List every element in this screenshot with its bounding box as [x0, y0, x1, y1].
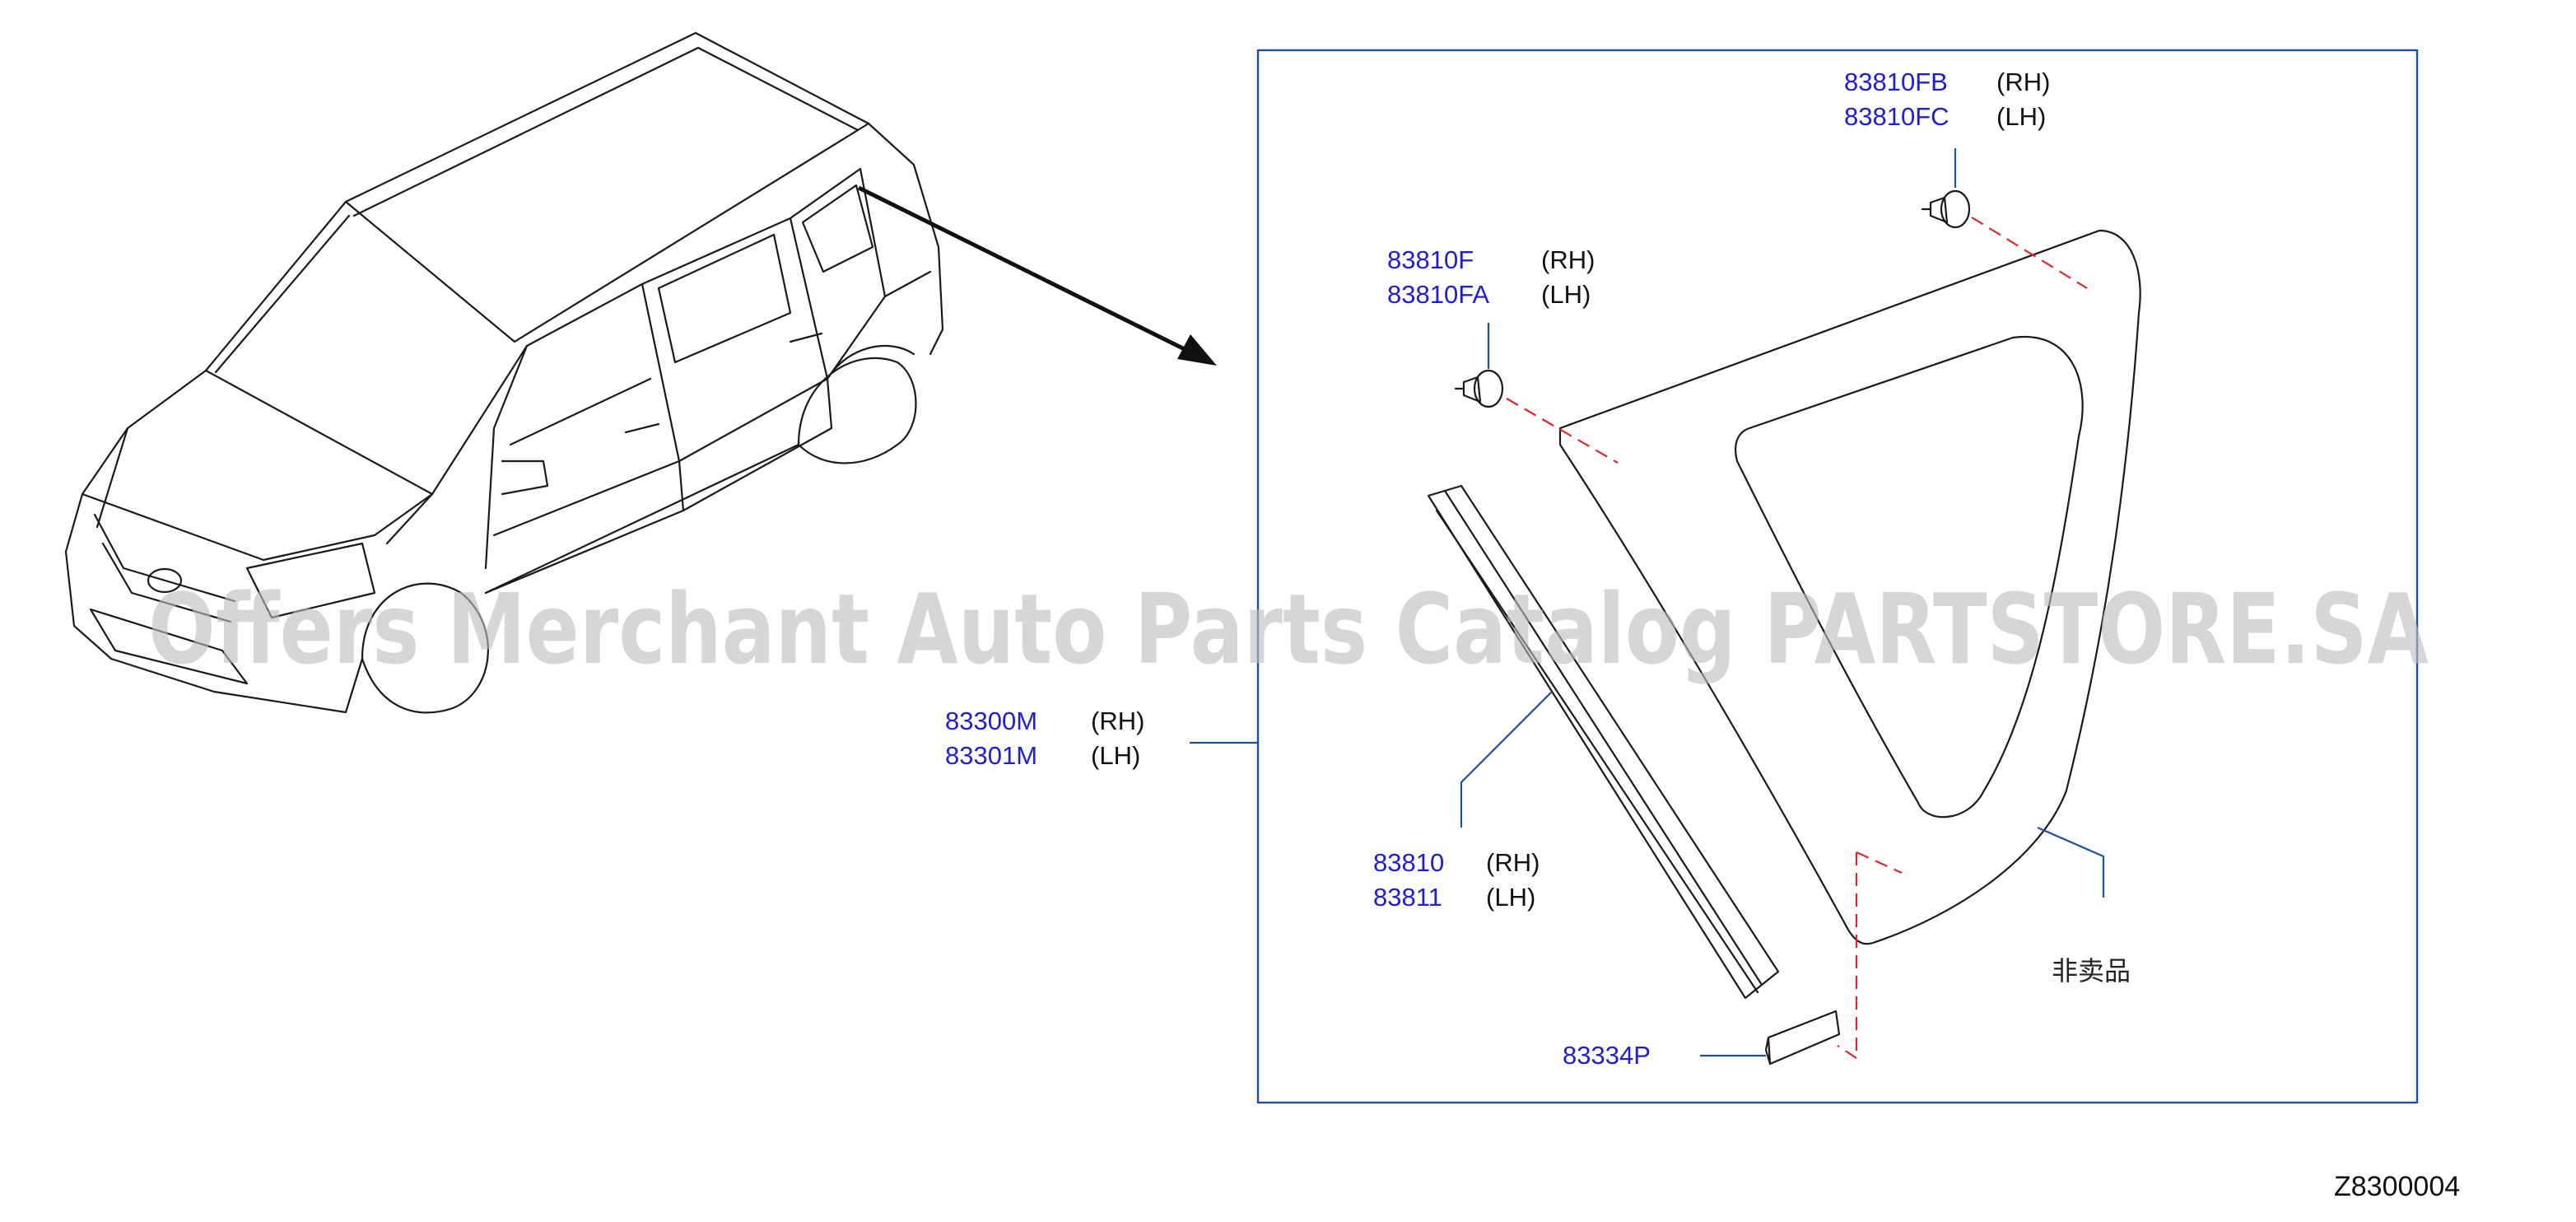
side-lh-label: (LH) [1486, 883, 1535, 912]
callout-arrow [857, 185, 1217, 366]
label-83300M: 83300M (RH) 83301M (LH) [945, 707, 1144, 770]
side-lh-label: (LH) [1541, 280, 1591, 309]
label-83810FB: 83810FB (RH) 83810FC (LH) [1844, 68, 2050, 131]
moulding-strip [1427, 484, 1780, 1000]
part-number-83810FC[interactable]: 83810FC [1844, 102, 1949, 131]
part-number-83810FB[interactable]: 83810FB [1844, 68, 1948, 96]
label-83810F: 83810F (RH) 83810FA (LH) [1387, 245, 1595, 309]
leader-lines [1190, 148, 2105, 1057]
watermark-text: Offers Merchant Auto Parts Catalog PARTS… [148, 572, 2429, 686]
side-lh-label: (LH) [1996, 102, 2046, 131]
vehicle-illustration [64, 31, 944, 714]
detail-frame [1256, 49, 2419, 1104]
part-number-83811[interactable]: 83811 [1373, 883, 1442, 912]
side-lh-label: (LH) [1091, 741, 1140, 770]
side-rh-label: (RH) [1541, 245, 1595, 274]
part-number-83810[interactable]: 83810 [1373, 848, 1444, 877]
quarter-window-assembly [1558, 229, 2141, 945]
part-number-83300M[interactable]: 83300M [945, 707, 1037, 735]
part-number-83301M[interactable]: 83301M [945, 741, 1037, 770]
spacer-pad [1764, 1010, 1841, 1066]
side-rh-label: (RH) [1091, 707, 1144, 735]
part-number-83810F[interactable]: 83810F [1387, 245, 1474, 274]
side-rh-label: (RH) [1486, 848, 1540, 877]
label-83810: 83810 (RH) 83811 (LH) [1373, 848, 1540, 912]
part-number-83810FA[interactable]: 83810FA [1387, 280, 1489, 309]
clip-middle [1454, 369, 1504, 408]
hidden-lines [1506, 217, 2088, 1061]
clip-upper [1921, 189, 1971, 229]
diagram-code: Z8300004 [2334, 1171, 2460, 1202]
not-for-sale-note: 非卖品 [2052, 955, 2131, 986]
part-number-83334P[interactable]: 83334P [1563, 1041, 1651, 1070]
side-rh-label: (RH) [1996, 68, 2050, 96]
